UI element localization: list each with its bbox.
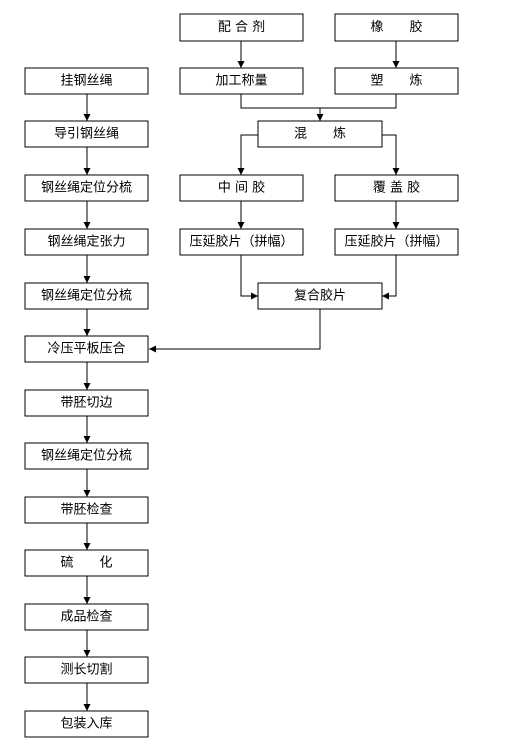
node-label: 硫 化 — [60, 556, 112, 571]
node-yingang: 导引钢丝绳 — [24, 120, 149, 148]
node-guagang: 挂钢丝绳 — [24, 67, 149, 95]
node-baozhuang: 包装入库 — [24, 710, 149, 738]
node-zhongjian: 中 间 胶 — [179, 174, 304, 202]
node-fuhe: 复合胶片 — [257, 282, 383, 310]
node-label: 冷压平板压合 — [47, 342, 125, 357]
node-lengya: 冷压平板压合 — [24, 335, 149, 363]
node-label: 压延胶片（拼幅） — [344, 234, 448, 250]
node-label: 钢丝绳定位分梳 — [41, 449, 132, 464]
node-label: 复合胶片 — [294, 288, 346, 304]
arrow-yayan2-to-fuhe — [382, 255, 397, 300]
node-jiagong: 加工称量 — [179, 67, 304, 95]
arrow-jiagong-to-hunlian — [240, 94, 320, 109]
node-label: 带胚切边 — [60, 396, 112, 411]
node-xiangjiao: 橡 胶 — [334, 13, 459, 42]
node-sulian: 塑 炼 — [334, 67, 459, 95]
node-label: 覆 盖 胶 — [373, 180, 420, 196]
node-label: 导引钢丝绳 — [54, 127, 119, 142]
node-label: 加工称量 — [215, 74, 267, 89]
node-hunlian: 混 炼 — [257, 120, 383, 148]
node-label: 测长切割 — [60, 662, 112, 678]
node-label: 成品检查 — [60, 610, 112, 625]
node-peiheji: 配 合 剂 — [179, 13, 304, 42]
node-label: 带胚检查 — [60, 503, 112, 518]
node-qiebian: 带胚切边 — [24, 389, 149, 417]
node-fugai: 覆 盖 胶 — [334, 174, 459, 202]
node-yayan1: 压延胶片（拼幅） — [179, 228, 304, 256]
node-label: 配 合 剂 — [218, 20, 265, 35]
node-chengpin: 成品检查 — [24, 603, 149, 631]
process-nodes: 配 合 剂 橡 胶 挂钢丝绳 加工称量 塑 炼 导引钢丝绳 混 炼 钢丝绳定位分… — [24, 13, 459, 738]
node-yayan2: 压延胶片（拼幅） — [334, 228, 459, 256]
node-zhangli: 钢丝绳定张力 — [24, 228, 149, 256]
node-dingwei3: 钢丝绳定位分梳 — [24, 442, 149, 470]
node-jiancha: 带胚检查 — [24, 496, 149, 524]
flow-arrows — [83, 41, 400, 711]
node-liuhua: 硫 化 — [24, 549, 149, 577]
node-label: 混 炼 — [294, 127, 346, 142]
arrow-sulian-to-hunlian — [316, 94, 397, 121]
arrow-hunlian-to-fugai — [382, 134, 400, 175]
node-label: 中 间 胶 — [218, 180, 265, 196]
arrow-yayan1-to-fuhe — [240, 255, 258, 300]
node-label: 橡 胶 — [370, 19, 422, 35]
node-qiege: 测长切割 — [24, 656, 149, 684]
node-label: 塑 炼 — [370, 74, 422, 89]
node-label: 挂钢丝绳 — [60, 74, 112, 89]
node-label: 钢丝绳定张力 — [47, 235, 125, 250]
node-label: 钢丝绳定位分梳 — [41, 181, 132, 196]
node-label: 包装入库 — [60, 716, 112, 732]
arrow-fuhe-to-lengya — [149, 309, 321, 353]
node-label: 压延胶片（拼幅） — [189, 234, 293, 250]
node-dingwei1: 钢丝绳定位分梳 — [24, 174, 149, 202]
node-dingwei2: 钢丝绳定位分梳 — [24, 282, 149, 310]
node-label: 钢丝绳定位分梳 — [41, 289, 132, 304]
arrow-hunlian-to-zhongjian — [237, 134, 258, 175]
